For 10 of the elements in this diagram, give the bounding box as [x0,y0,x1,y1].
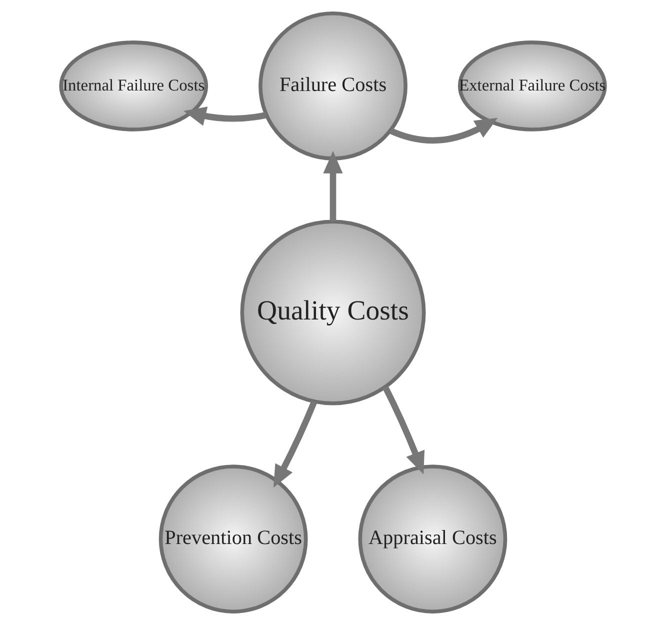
arrow [183,106,266,126]
node-circle: Appraisal Costs [358,464,507,614]
node-circle: Failure Costs [258,12,407,160]
arrow [322,150,342,222]
node-circle: Prevention Costs [158,464,308,614]
arrow [388,118,498,144]
arrow [382,385,424,474]
node-circle: Quality Costs [240,220,426,406]
node-ellipse: External Failure Costs [457,40,606,132]
arrow [272,400,317,488]
